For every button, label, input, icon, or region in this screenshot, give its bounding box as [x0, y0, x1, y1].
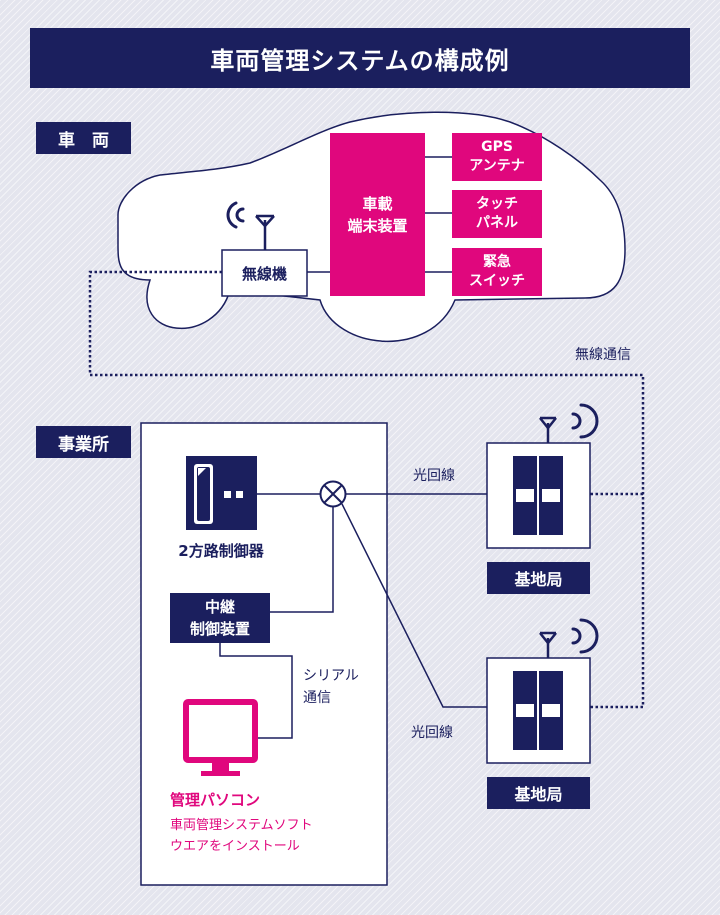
radio-waves-icon — [226, 201, 245, 229]
gps-antenna-line-2: アンテナ — [469, 158, 525, 174]
junction-icon — [319, 480, 347, 508]
base-station-1-icon — [486, 403, 599, 549]
office-section-label: 事業所 — [36, 426, 131, 458]
two-way-controller-icon — [186, 456, 257, 530]
fiber-label-1: 光回線 — [413, 468, 455, 484]
base-station-2-icon — [486, 618, 599, 764]
vehicle-section-label: 車 両 — [36, 122, 131, 154]
emergency-switch-line-2: スイッチ — [469, 273, 525, 289]
touch-panel-line-1: タッチ — [476, 196, 518, 212]
relay-controller-box: 中継 制御装置 — [170, 593, 270, 643]
connection-lines — [219, 156, 487, 739]
radio-unit-label: 無線機 — [241, 264, 287, 283]
management-pc-title: 管理パソコン — [170, 791, 261, 809]
serial-label-line-2: 通信 — [303, 690, 331, 706]
onboard-terminal-line-1: 車載 — [362, 194, 393, 213]
two-way-controller-label: 2方路制御器 — [178, 542, 264, 560]
gps-antenna-box: GPS アンテナ — [452, 133, 542, 181]
wireless-link-lines — [88, 270, 645, 709]
wireless-label: 無線通信 — [575, 347, 631, 363]
serial-label: シリアル 通信 — [303, 665, 359, 709]
management-pc-note-line-1: 車両管理システムソフト — [170, 818, 313, 833]
onboard-terminal: 車載 端末装置 — [330, 133, 425, 296]
touch-panel-line-2: パネル — [476, 215, 518, 231]
office-box — [140, 422, 388, 886]
onboard-terminal-line-2: 端末装置 — [347, 216, 408, 235]
antenna-icon — [255, 214, 275, 250]
management-pc-note-line-2: ウエアをインストール — [170, 839, 300, 854]
management-pc-note: 車両管理システムソフト ウエアをインストール — [170, 815, 313, 857]
base-station-1-label: 基地局 — [487, 562, 590, 594]
monitor-icon — [183, 699, 258, 776]
relay-controller-line-2: 制御装置 — [189, 620, 250, 638]
emergency-switch-box: 緊急 スイッチ — [452, 248, 542, 296]
base-station-2-label: 基地局 — [487, 777, 590, 809]
radio-unit-box — [221, 249, 308, 297]
page-title: 車両管理システムの構成例 — [30, 28, 690, 88]
gps-antenna-line-1: GPS — [481, 139, 513, 155]
relay-controller-line-1: 中継 — [204, 598, 235, 616]
touch-panel-box: タッチ パネル — [452, 190, 542, 238]
emergency-switch-line-1: 緊急 — [483, 254, 511, 270]
serial-label-line-1: シリアル — [303, 668, 359, 684]
fiber-label-2: 光回線 — [411, 725, 453, 741]
